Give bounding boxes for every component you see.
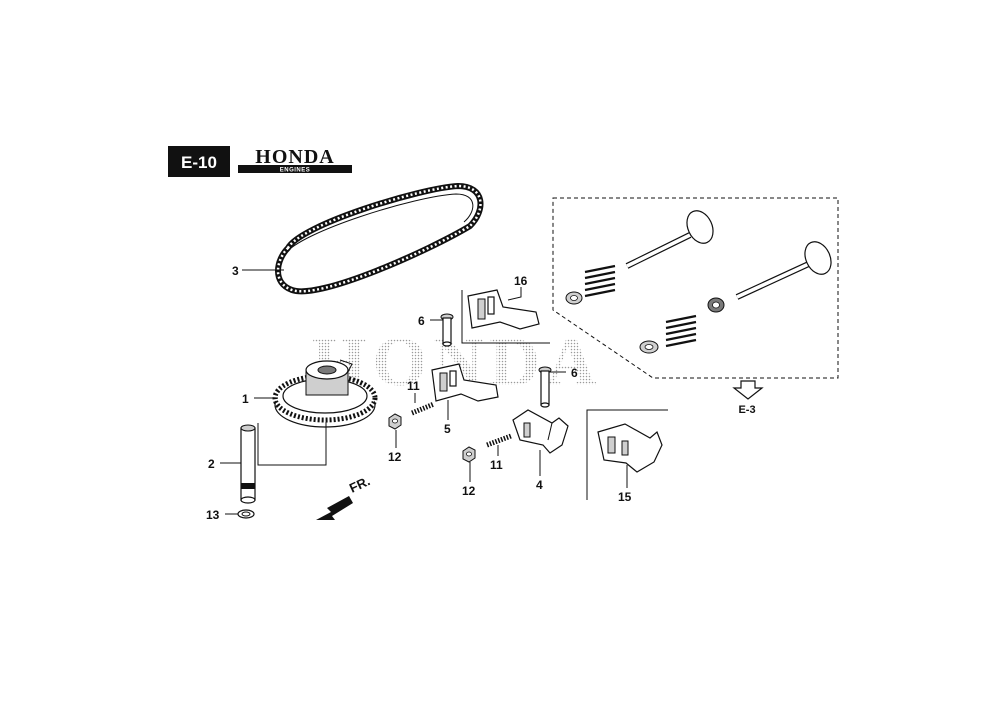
valve-retainer-upper	[565, 291, 583, 305]
reference-label: E-3	[738, 404, 755, 416]
valve-retainer-lower	[639, 340, 659, 354]
callout-15: 15	[618, 490, 632, 504]
reference-arrow-icon	[732, 380, 764, 400]
callout-4: 4	[536, 478, 543, 492]
rocker-arm-lower	[431, 363, 499, 402]
callout-11-lower: 11	[490, 458, 503, 472]
callout-13: 13	[206, 508, 220, 522]
callout-3: 3	[232, 264, 239, 278]
exhaust-valve	[625, 210, 714, 269]
lock-nut-upper	[388, 413, 402, 430]
adjusting-screw-upper	[411, 401, 435, 416]
brand-name: HONDA	[255, 146, 334, 168]
front-direction-label: FR.	[347, 473, 372, 495]
callout-16: 16	[514, 274, 528, 288]
callout-11-upper: 11	[407, 379, 420, 393]
rocker-bracket-alt	[597, 423, 663, 473]
rocker-arm-upper	[467, 289, 540, 330]
rocker-pivot-pin-right	[538, 366, 552, 408]
section-badge: E-10	[168, 146, 230, 177]
camshaft	[240, 424, 256, 504]
callout-12-lower: 12	[462, 484, 476, 498]
callout-6-upper: 6	[418, 314, 425, 328]
lock-nut-lower	[462, 446, 476, 463]
adjusting-screw-lower	[486, 433, 512, 448]
brand-subtitle: ENGINES	[280, 168, 311, 174]
callout-5: 5	[444, 422, 451, 436]
valve-stem-seal	[707, 297, 725, 313]
valve-spring-upper	[584, 264, 616, 298]
timing-belt	[275, 182, 484, 295]
honda-engines-logo: HONDA ENGINES	[238, 146, 352, 174]
callout-12-upper: 12	[388, 450, 402, 464]
callout-1: 1	[242, 392, 249, 406]
callout-2: 2	[208, 457, 215, 471]
section-code: E-10	[181, 153, 217, 172]
front-direction-arrow-icon	[316, 496, 353, 520]
washer	[237, 509, 255, 519]
intake-valve	[735, 241, 832, 300]
callout-6-right: 6	[571, 366, 578, 380]
valve-spring-lower	[665, 314, 697, 348]
rocker-bracket	[512, 409, 569, 454]
rocker-pivot-pin-upper	[440, 313, 454, 347]
